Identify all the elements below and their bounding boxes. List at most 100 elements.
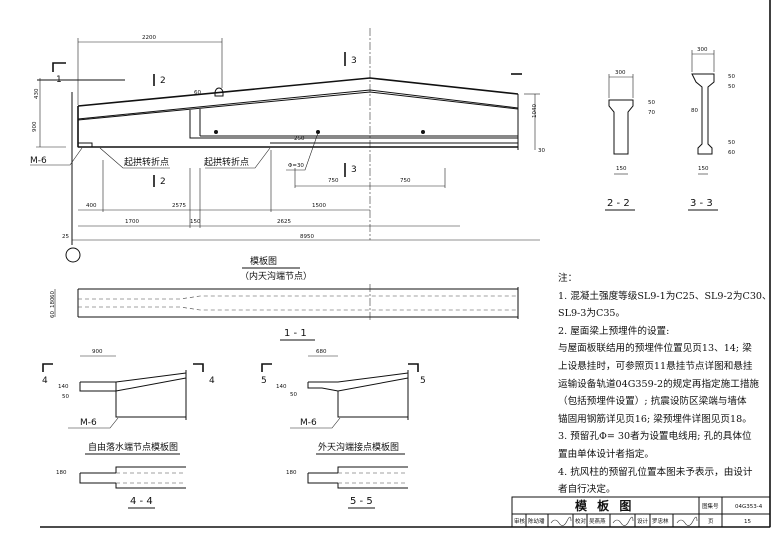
section-1-1-label: 1 - 1 xyxy=(284,328,307,339)
section-2-2-label: 2 - 2 xyxy=(607,198,630,209)
dim-50-a: 50 xyxy=(728,74,735,80)
lifting-hook-icon xyxy=(214,87,224,97)
dim-140: 140 xyxy=(58,384,69,390)
dim-60-bottom: 60 xyxy=(50,311,56,318)
detail-4-title: 自由落水端节点模板图 xyxy=(88,441,178,453)
designer-name: 罗忠林 xyxy=(652,517,669,525)
dim-300: 300 xyxy=(697,47,708,53)
section-5-5-label: 5 - 5 xyxy=(350,496,373,507)
cut-label-3b: 3 xyxy=(351,165,357,175)
detail-outer-gutter-end: 5 5 680 140 50 M-6 外天沟端接点模板图 180 5 - 5 xyxy=(261,349,426,509)
dim-1040: 1040 xyxy=(532,104,538,118)
hole-marker xyxy=(316,130,320,134)
dim-70: 70 xyxy=(648,110,655,116)
checker-name: 吴燕燕 xyxy=(589,517,606,525)
dim-900: 900 xyxy=(92,349,103,355)
notes-heading: 注： xyxy=(558,273,578,284)
dim-50: 50 xyxy=(290,392,297,398)
section-3-3: 300 50 50 80 50 60 150 3 - 3 xyxy=(688,47,735,211)
note-line: 3. 预留孔Φ= 30者为设置电线用; 孔的具体位 xyxy=(558,431,752,443)
embedded-plate-label: M-6 xyxy=(300,418,317,428)
dim-50-b: 50 xyxy=(728,84,735,90)
dim-900: 900 xyxy=(32,121,38,132)
dim-8950: 8950 xyxy=(300,234,314,240)
hole-marker xyxy=(421,130,425,134)
cut-label-4-left: 4 xyxy=(42,376,48,386)
dim-25: 25 xyxy=(62,234,69,240)
dim-2200: 2200 xyxy=(142,35,156,41)
dim-300: 300 xyxy=(615,70,626,76)
main-view-subtitle: （内天沟端节点） xyxy=(240,270,312,282)
checker-signature xyxy=(612,516,634,526)
dim-60-top: 60 xyxy=(50,291,56,298)
note-line: 置由单体设计者指定。 xyxy=(558,448,654,460)
cut-label-5-right: 5 xyxy=(420,376,426,386)
section-2-2: 300 50 70 150 2 - 2 xyxy=(605,70,655,211)
note-line: 锚固用钢筋详见页16; 梁预埋件详图见页18。 xyxy=(558,413,752,425)
dim-430: 430 xyxy=(34,88,40,99)
main-elevation: 1 2 2 3 3 2200 430 900 60 250 1040 30 Φ=… xyxy=(30,28,545,282)
camber-point-label-1: 起拱转折点 xyxy=(124,156,169,168)
dim-250: 250 xyxy=(294,136,305,142)
dim-140: 140 xyxy=(276,384,287,390)
dim-180: 180 xyxy=(50,297,56,308)
dim-750-left: 750 xyxy=(328,178,339,184)
page-label: 页 xyxy=(708,518,714,525)
dim-680: 680 xyxy=(316,349,327,355)
section-1-1: 60 180 60 1 - 1 xyxy=(50,284,519,341)
note-line: 与屋面板联结用的预埋件位置见页13、14; 梁 xyxy=(558,343,752,355)
cut-label-4-right: 4 xyxy=(209,376,215,386)
dim-60: 60 xyxy=(728,150,735,156)
checker-label: 校对 xyxy=(575,517,587,525)
note-line: 2. 屋面梁上预埋件的设置: xyxy=(558,325,670,337)
beam-flange-line xyxy=(77,89,519,120)
note-line: 4. 抗风柱的预留孔位置本图未予表示，由设计 xyxy=(558,466,753,478)
dim-2575: 2575 xyxy=(172,203,186,209)
main-view-title: 模板图 xyxy=(250,255,277,267)
page-number: 15 xyxy=(744,519,751,525)
cut-label-5-left: 5 xyxy=(261,376,267,386)
axis-bubble xyxy=(65,247,81,263)
embedded-plate-m6 xyxy=(77,142,93,148)
hole-diameter-label: Φ=30 xyxy=(288,163,304,169)
reviewer-label: 审核 xyxy=(514,517,526,525)
reviewer-signature xyxy=(550,516,572,526)
note-line: 运输设备轨道04G359-2的规定再指定施工措施 xyxy=(558,378,760,390)
notes-block: 注： 1. 混凝土强度等级SL9-1为C25、SL9-2为C30、 SL9-3为… xyxy=(558,270,772,499)
note-line: SL9-3为C35。 xyxy=(558,308,626,320)
dim-60: 60 xyxy=(194,90,201,96)
beam-top-edge xyxy=(77,77,519,107)
designer-label: 设计 xyxy=(637,517,649,525)
designer-signature xyxy=(676,516,698,526)
embedded-plate-label: M-6 xyxy=(80,418,97,428)
title-block: 模 板 图 图集号 04G353-4 审核 陈幼璠 校对 吴燕燕 设计 罗忠林 … xyxy=(511,496,771,528)
atlas-number: 04G353-4 xyxy=(735,504,763,510)
dim-80: 80 xyxy=(691,108,698,114)
dim-50: 50 xyxy=(62,394,69,400)
dim-50: 50 xyxy=(648,100,655,106)
dim-180: 180 xyxy=(56,470,67,476)
dim-750-right: 750 xyxy=(400,178,411,184)
reviewer-name: 陈幼璠 xyxy=(528,517,545,525)
section-4-4-label: 4 - 4 xyxy=(130,496,153,507)
dim-1500: 1500 xyxy=(312,203,326,209)
dim-50-c: 50 xyxy=(728,140,735,146)
detail-5-title: 外天沟端接点模板图 xyxy=(318,441,399,453)
section-3-3-label: 3 - 3 xyxy=(690,198,713,209)
dim-180: 180 xyxy=(286,470,297,476)
dim-150: 150 xyxy=(190,219,201,225)
dim-30: 30 xyxy=(538,148,545,154)
atlas-number-label: 图集号 xyxy=(702,502,719,510)
dim-150: 150 xyxy=(698,166,709,172)
camber-point-label-2: 起拱转折点 xyxy=(204,156,249,168)
cut-label-2b: 2 xyxy=(160,177,166,187)
dim-1700: 1700 xyxy=(125,219,139,225)
hole-marker xyxy=(214,130,218,134)
note-line: 者自行决定。 xyxy=(558,484,616,496)
embedded-plate-label: M-6 xyxy=(30,156,47,166)
cut-label-2a: 2 xyxy=(160,76,166,86)
dim-400: 400 xyxy=(86,203,97,209)
drawing-title: 模 板 图 xyxy=(575,498,634,513)
note-line: 上设悬挂时，可参照页11悬挂节点详图和悬挂 xyxy=(558,360,753,372)
